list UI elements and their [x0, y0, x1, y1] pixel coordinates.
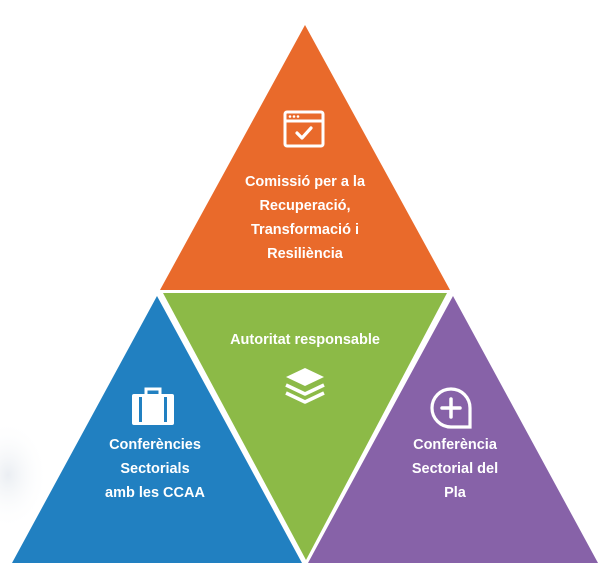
top-label-line: Comissió per a la: [244, 174, 366, 190]
right-label: Conferència Sectorial del Pla: [385, 433, 525, 505]
right-label-line: Pla: [444, 485, 466, 501]
left-label: Conferències Sectorials amb les CCAA: [85, 433, 225, 505]
layers-icon: [285, 368, 325, 404]
browser-window-check-icon: [283, 110, 325, 148]
top-label: Comissió per a la Recuperació, Transform…: [205, 170, 405, 266]
top-label-line: Transformació i: [251, 222, 359, 238]
top-triangle: [160, 25, 450, 290]
background-glow: [0, 420, 48, 530]
left-label-line: amb les CCAA: [105, 485, 205, 501]
center-label: Autoritat responsable: [205, 328, 405, 352]
center-label-line: Autoritat responsable: [230, 332, 380, 348]
center-triangle: [163, 293, 447, 560]
left-triangle: [12, 296, 302, 563]
left-label-line: Conferències: [109, 437, 201, 453]
left-label-line: Sectorials: [120, 461, 190, 477]
top-label-line: Recuperació,: [259, 198, 351, 214]
right-triangle: [308, 296, 598, 563]
right-label-line: Sectorial del: [411, 461, 499, 477]
top-label-line: Resiliència: [267, 246, 343, 262]
briefcase-icon: [132, 387, 174, 425]
right-label-line: Conferència: [413, 437, 497, 453]
add-chat-bubble-icon: [430, 387, 472, 429]
